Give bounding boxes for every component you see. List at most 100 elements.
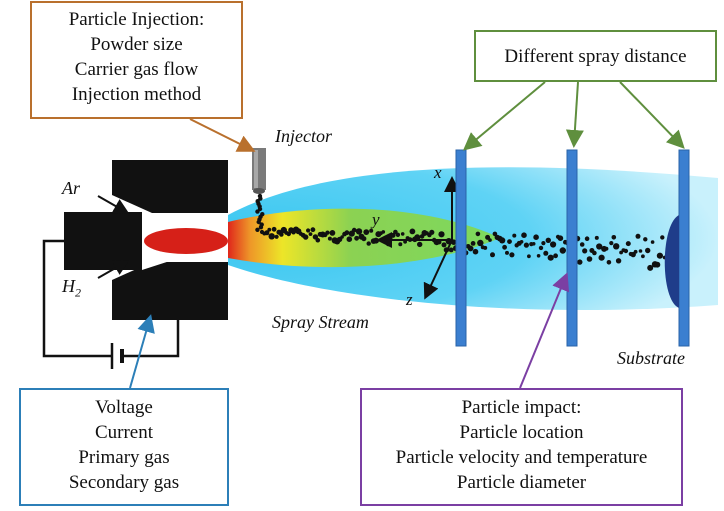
- particle-dot: [596, 243, 603, 250]
- particle-dot: [584, 236, 590, 241]
- particle-dot: [386, 242, 391, 247]
- particle-dot: [643, 237, 648, 242]
- particle-dot: [327, 236, 332, 241]
- h2-label: H2: [62, 276, 81, 301]
- particle-dot: [577, 259, 583, 265]
- injector-tube: [252, 148, 266, 194]
- particle-dot: [398, 242, 403, 247]
- injection-line-4: Injection method: [71, 84, 202, 105]
- particle-dot: [329, 230, 336, 236]
- particle-dot: [483, 245, 488, 250]
- spray-distance-box: Different spray distance: [474, 30, 717, 82]
- particle-dot: [543, 250, 549, 256]
- particle-dot: [645, 247, 651, 254]
- particle-dot: [502, 244, 507, 250]
- particle-dot: [267, 227, 272, 232]
- particle-dot: [417, 241, 423, 248]
- particle-dot: [611, 235, 617, 240]
- particle-dot: [509, 252, 515, 258]
- particle-dot: [467, 245, 474, 252]
- particle-impact-box: Particle impact: Particle location Parti…: [360, 388, 683, 506]
- injection-callout-arrow: [189, 118, 256, 152]
- distance-arrow-middle: [565, 81, 584, 148]
- particle-dot: [448, 247, 454, 253]
- impact-callout-arrow: [519, 272, 570, 389]
- particle-dot: [609, 241, 614, 246]
- substrate-label: Substrate: [617, 348, 686, 368]
- particle-dot: [606, 260, 612, 265]
- particle-injection-box: Particle Injection: Powder size Carrier …: [30, 1, 243, 119]
- particle-dot: [623, 248, 629, 254]
- particle-dot: [351, 227, 357, 233]
- plate-far: [678, 149, 690, 347]
- particle-dot: [264, 230, 270, 236]
- particle-dot: [505, 250, 509, 255]
- particle-dot: [477, 239, 484, 247]
- particle-dot: [255, 227, 260, 232]
- particle-dot: [521, 232, 527, 238]
- particle-dot: [340, 235, 344, 239]
- particle-dot: [325, 230, 330, 235]
- particle-dot: [475, 231, 481, 237]
- axis-z-line: [423, 239, 453, 300]
- impact-line-2: Particle location: [459, 422, 584, 443]
- particle-dot: [355, 228, 363, 235]
- particle-dot: [344, 230, 350, 236]
- axis-y-label: y: [372, 210, 380, 229]
- particle-dot: [654, 261, 661, 268]
- particle-dot: [409, 228, 416, 235]
- particle-dot: [310, 227, 316, 233]
- particle-dot: [586, 256, 593, 262]
- particle-dot: [582, 248, 588, 254]
- particle-dot: [507, 239, 512, 245]
- particle-dot: [531, 242, 536, 246]
- particle-dot: [604, 246, 609, 251]
- particle-dot: [660, 235, 665, 240]
- particle-dot: [354, 235, 359, 241]
- particle-dot: [594, 235, 599, 240]
- particle-dot: [472, 248, 479, 255]
- particle-dot: [308, 232, 313, 237]
- particle-dot: [256, 219, 261, 225]
- particle-dot: [429, 229, 435, 235]
- particle-dot: [592, 250, 597, 256]
- particle-dot: [650, 240, 655, 244]
- electric-line-2: Current: [94, 422, 154, 443]
- particle-dot: [306, 228, 311, 233]
- particle-dot: [268, 233, 275, 240]
- particle-dot: [633, 249, 638, 254]
- particle-dot: [346, 236, 353, 242]
- particle-dot: [373, 237, 379, 244]
- injection-line-1: Particle Injection:: [68, 9, 205, 30]
- particle-dot: [519, 240, 524, 244]
- electric-line-4: Secondary gas: [68, 472, 180, 493]
- substrate-deposit: [664, 215, 679, 308]
- particle-dot: [488, 238, 492, 242]
- particle-dot: [279, 232, 284, 237]
- particle-dot: [613, 243, 620, 250]
- distance-arrow-near: [462, 81, 546, 151]
- ar-label: Ar: [62, 178, 80, 198]
- distance-line-1: Different spray distance: [504, 46, 687, 67]
- particle-dot: [641, 254, 645, 259]
- particle-dot: [512, 233, 517, 238]
- particle-dot: [523, 242, 530, 248]
- particle-dot: [400, 232, 405, 236]
- particle-dot: [255, 209, 260, 214]
- particle-dot: [538, 245, 544, 251]
- particle-dot: [545, 237, 551, 243]
- particle-dot: [363, 229, 370, 236]
- particle-dot: [647, 264, 654, 271]
- plate-near: [455, 149, 467, 347]
- spray-stream-label: Spray Stream: [272, 312, 369, 332]
- particle-dot: [315, 237, 321, 243]
- particle-dot: [527, 254, 531, 259]
- impact-line-1: Particle impact:: [461, 397, 582, 418]
- particle-dot: [625, 241, 631, 247]
- particle-dot: [395, 232, 401, 237]
- particle-dot: [536, 254, 541, 258]
- injection-line-2: Powder size: [90, 34, 183, 55]
- particle-dot: [499, 237, 506, 244]
- particle-dot: [438, 231, 445, 238]
